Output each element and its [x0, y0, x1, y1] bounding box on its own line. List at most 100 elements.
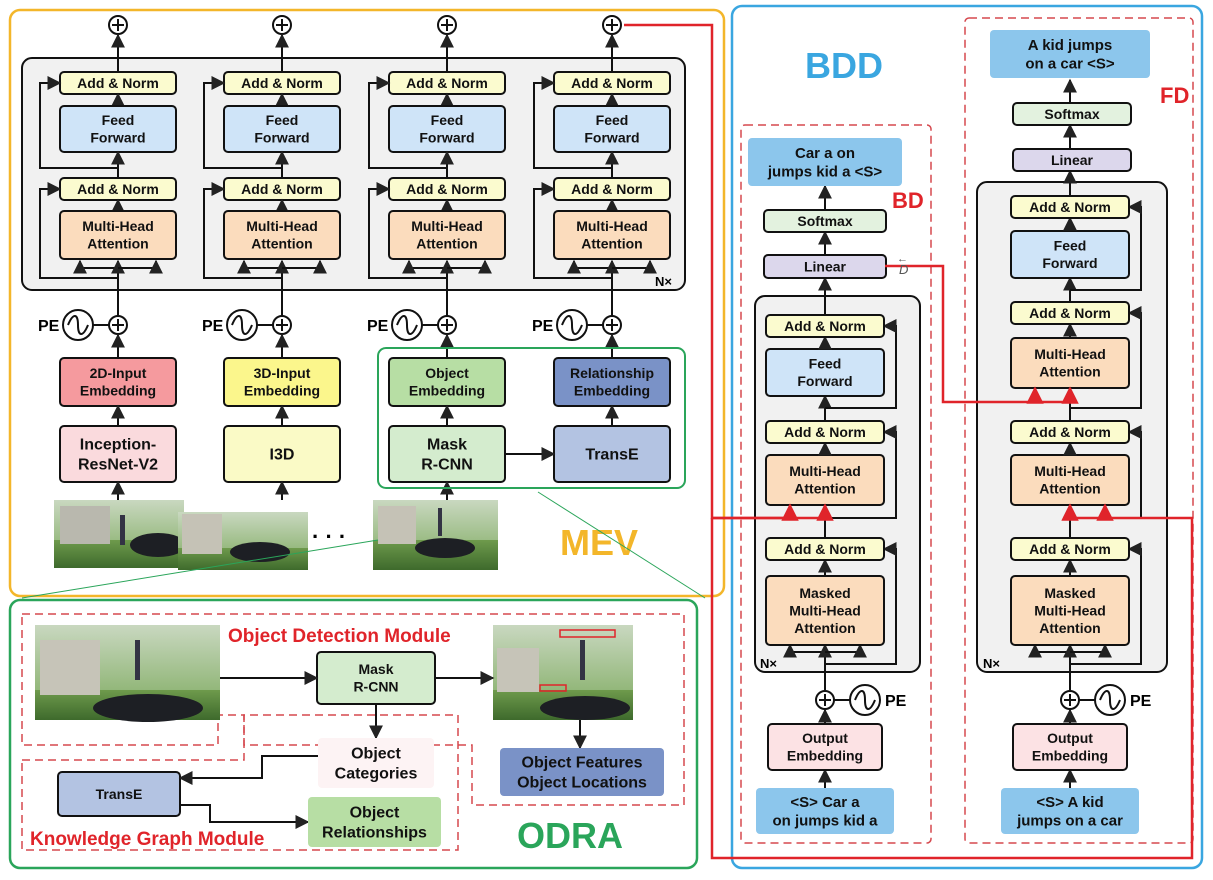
residual-ff	[368, 76, 447, 169]
residual-attn	[203, 182, 282, 279]
bd-n-label: N×	[760, 656, 777, 671]
bd-multi-head-attention-text: Attention	[794, 481, 855, 497]
connector	[1070, 643, 1112, 658]
add-norm-top-1: Add & Norm	[59, 71, 177, 95]
multi-head-attention-1-text: Multi-Head	[82, 218, 154, 234]
pe-label: PE	[885, 693, 907, 710]
pe-add-3	[437, 315, 457, 335]
bd-softmax: Softmax	[763, 209, 887, 233]
connector	[612, 259, 657, 274]
add-norm-bottom-4: Add & Norm	[553, 177, 671, 201]
positional-encoding-1: PE	[38, 309, 94, 341]
bd-softmax-text: Softmax	[797, 213, 852, 229]
extractor-1: Inception- ResNet-V2	[59, 425, 177, 483]
embedding-1-text: Embedding	[80, 383, 156, 399]
fd-add-norm-1-text: Add & Norm	[1029, 199, 1111, 215]
add-norm-top-2: Add & Norm	[223, 71, 341, 95]
fd-linear: Linear	[1012, 148, 1132, 172]
residual-ff	[533, 76, 612, 169]
feed-forward-1-text: Forward	[90, 130, 145, 146]
extractor-1-text: Inception-	[80, 437, 156, 454]
bd-add-norm-3-text: Add & Norm	[784, 541, 866, 557]
odra-mask-rcnn-text: Mask	[358, 661, 393, 677]
add-norm-top-3: Add & Norm	[388, 71, 506, 95]
object-categories-text: Categories	[335, 766, 418, 783]
fd-add-norm-upper: Add & Norm	[1010, 301, 1130, 325]
multi-head-attention-4-text: Attention	[581, 236, 642, 252]
fd-input-text-text: jumps on a car	[1016, 813, 1123, 830]
add-norm-bottom-1: Add & Norm	[59, 177, 177, 201]
fd-masked-mha-text: Multi-Head	[1034, 602, 1106, 618]
bdd-title: BDD	[805, 45, 883, 86]
video-frames: · · ·	[54, 500, 498, 570]
residual-attn	[39, 182, 118, 279]
odra-title: ODRA	[517, 815, 623, 856]
categories-to-transe-arrow	[178, 755, 318, 785]
bd-region	[740, 124, 932, 844]
positional-encoding-4: PE	[532, 309, 588, 341]
stream-output-add-2	[272, 15, 292, 35]
feed-forward-3-text: Feed	[431, 112, 464, 128]
multi-head-attention-3-text: Attention	[416, 236, 477, 252]
bd-masked-mha-text: Multi-Head	[789, 602, 861, 618]
fd-output-embedding-text: Output	[1047, 730, 1093, 746]
embedding-1-text: 2D-Input	[90, 365, 147, 381]
add-norm-top-3-text: Add & Norm	[406, 75, 488, 91]
fd-positional-encoding: PE	[1094, 684, 1152, 716]
zoom-line-right	[537, 491, 706, 599]
residual-attn	[368, 182, 447, 279]
object-features-locations-text: Object Locations	[517, 775, 647, 792]
multi-head-attention-3-text: Multi-Head	[411, 218, 483, 234]
residual	[1070, 200, 1142, 291]
bd-linear-text: Linear	[804, 258, 847, 274]
fd-add-norm-2-text: Add & Norm	[1029, 424, 1111, 440]
pe-add-2	[272, 315, 292, 335]
feed-forward-1-text: Feed	[102, 112, 135, 128]
bd-add-norm-1-text: Add & Norm	[784, 318, 866, 334]
odra-panel	[8, 598, 699, 870]
extractor-3-text: R-CNN	[421, 457, 473, 474]
residual	[825, 542, 897, 665]
embedding-3-text: Object	[425, 365, 469, 381]
multi-head-attention-1-text: Attention	[87, 236, 148, 252]
frames-ellipsis: · · ·	[312, 524, 346, 549]
bd-pe-add	[815, 690, 835, 710]
bd-multi-head-attention-text: Multi-Head	[789, 463, 861, 479]
object-relationships-text: Relationships	[322, 825, 427, 842]
extractor-2-text: I3D	[270, 447, 295, 464]
extractor-2: I3D	[223, 425, 341, 483]
bd-input-text-text: on jumps kid a	[772, 813, 878, 830]
add-norm-top-1-text: Add & Norm	[77, 75, 159, 91]
odra-transe: TransE	[57, 771, 181, 817]
residual	[825, 319, 897, 409]
knowledge-graph-module-region	[21, 714, 459, 851]
red-connections	[624, 23, 1194, 860]
object-relationships-text: Object	[350, 805, 400, 822]
extractor-1-text: ResNet-V2	[78, 457, 158, 474]
embedding-2-text: 3D-Input	[254, 365, 311, 381]
pe-add-1	[108, 315, 128, 335]
video-frame-1	[54, 500, 186, 568]
fd-multi-head-attention-text: Multi-Head	[1034, 463, 1106, 479]
fd-masked-mha-text: Masked	[1044, 585, 1095, 601]
add-norm-bottom-3-text: Add & Norm	[406, 181, 488, 197]
knowledge-graph-module-label: Knowledge Graph Module	[30, 829, 264, 850]
video-frame-2	[178, 512, 308, 570]
fd-feed-forward-text: Feed	[1054, 238, 1087, 254]
connector	[825, 643, 867, 658]
